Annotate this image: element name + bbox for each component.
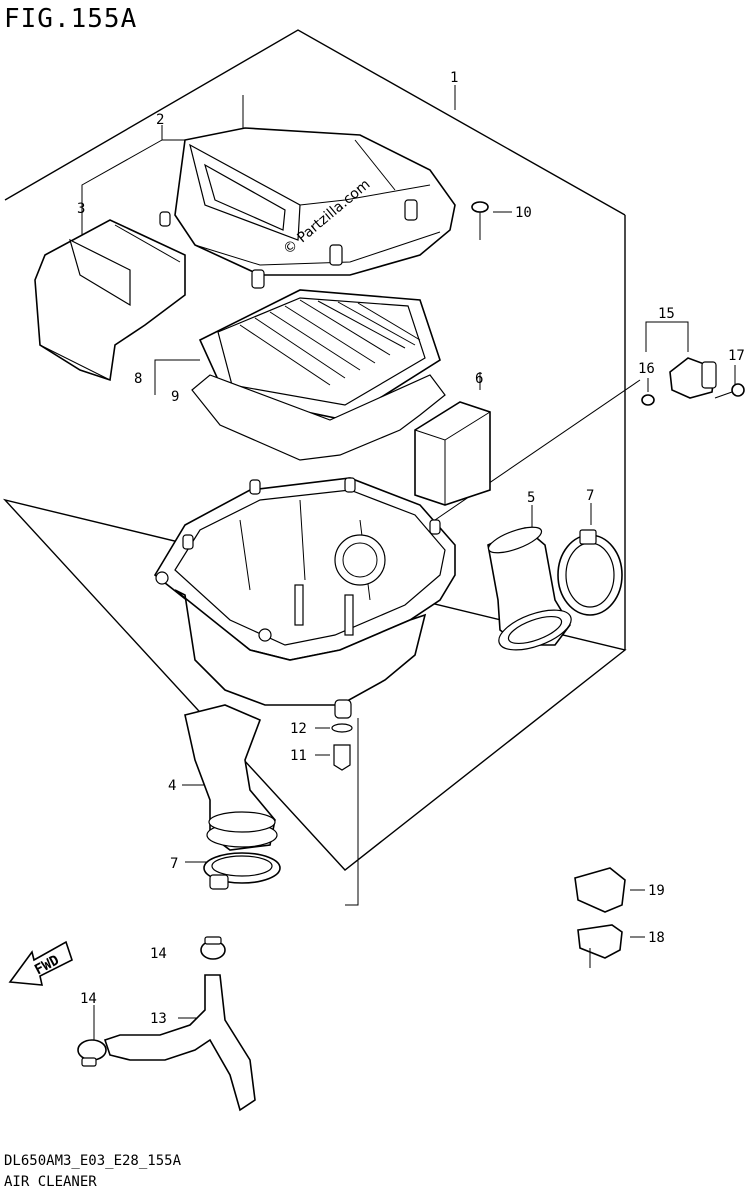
callout-2: 2: [156, 112, 164, 128]
drain-hose: [103, 974, 256, 1112]
diagram-name: AIR CLEANER: [4, 1174, 97, 1190]
callout-13: 13: [150, 1011, 167, 1027]
callout-1: 1: [450, 70, 458, 86]
callout-9: 9: [171, 389, 179, 405]
outlet-hose: [184, 704, 278, 851]
callout-19: 19: [648, 883, 665, 899]
intake-duct: [34, 219, 186, 382]
drain-plug: [331, 723, 353, 771]
callout-6: 6: [475, 371, 483, 387]
callout-18: 18: [648, 930, 665, 946]
callout-11: 11: [290, 748, 307, 764]
inlet-tube: [487, 526, 572, 651]
sponge-filter: [414, 401, 491, 506]
hose-clip-lower: [77, 1039, 107, 1067]
hose-clip-upper: [200, 936, 226, 960]
air-filter-element: [198, 289, 441, 421]
iat-sensor: [669, 357, 717, 399]
hose-clamp-lower: [203, 852, 281, 890]
callout-7-upper: 7: [586, 488, 594, 504]
callout-3: 3: [77, 201, 85, 217]
sensor-bracket: [577, 924, 623, 968]
callout-12: 12: [290, 721, 307, 737]
callout-4: 4: [168, 778, 176, 794]
air-cleaner-case: [153, 477, 456, 719]
callout-17: 17: [728, 348, 745, 364]
element-seal: [191, 374, 446, 461]
callout-14-lower: 14: [80, 991, 97, 1007]
screw-cap: [471, 201, 489, 240]
callout-15: 15: [658, 306, 675, 322]
callout-8: 8: [134, 371, 142, 387]
sensor-cover: [574, 867, 626, 913]
filter-pleats: [239, 299, 421, 386]
callout-labels: 1 2 3 4 5 6 7 7 8 9 10 11 12 13 14 14 15…: [77, 70, 745, 1027]
callout-14-upper: 14: [150, 946, 167, 962]
air-cleaner-cap: [159, 127, 456, 289]
callout-10: 10: [515, 205, 532, 221]
callout-7-lower: 7: [170, 856, 178, 872]
sensor-screw: [714, 383, 745, 399]
sensor-o-ring: [641, 394, 655, 406]
callout-5: 5: [527, 490, 535, 506]
diagram-code: DL650AM3_E03_E28_155A: [4, 1153, 182, 1169]
callout-16: 16: [638, 361, 655, 377]
hose-clamp-upper: [557, 529, 623, 616]
fwd-arrow-icon: FWD: [8, 940, 73, 986]
figure-title: FIG.155A: [4, 4, 138, 34]
